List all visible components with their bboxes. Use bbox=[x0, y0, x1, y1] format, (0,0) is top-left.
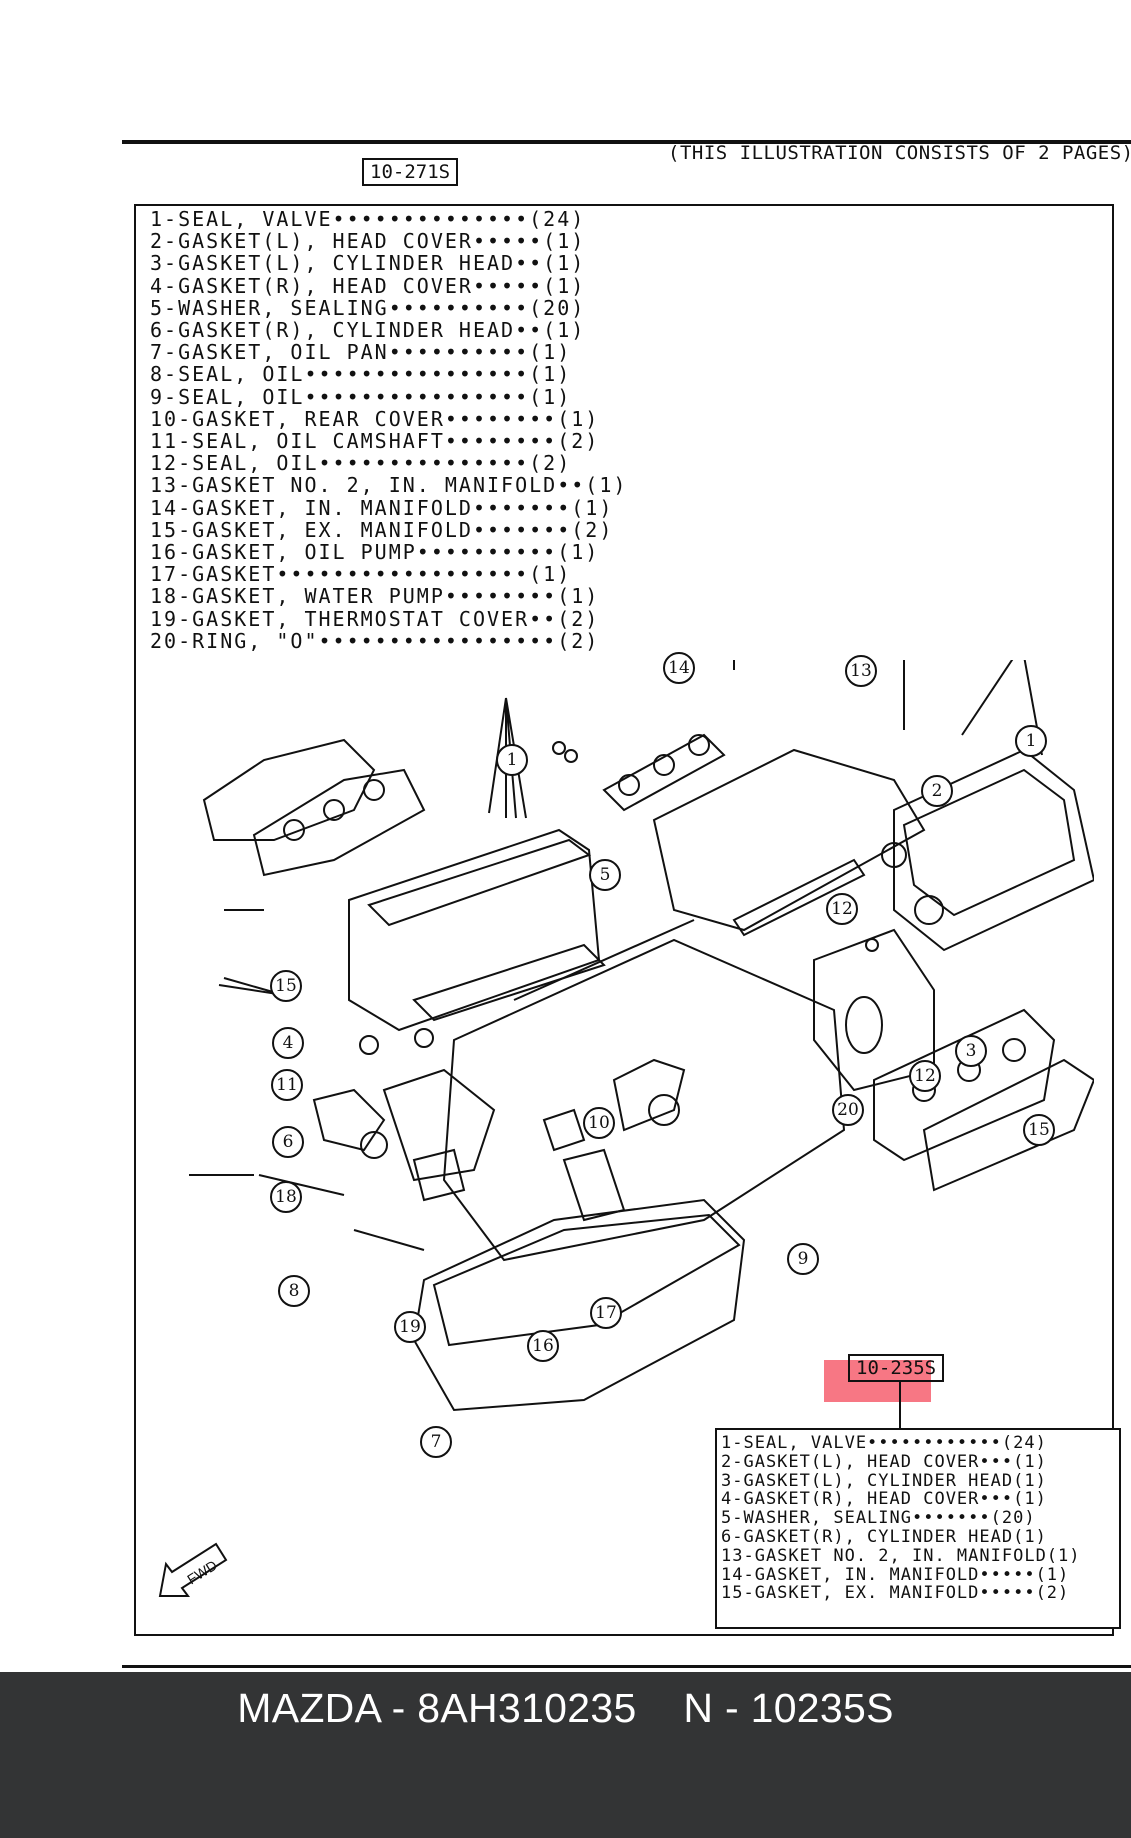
callout-11: 11 bbox=[271, 1069, 303, 1101]
parts-list-sub: 1-SEAL, VALVE••••••••••••(24)2-GASKET(L)… bbox=[721, 1434, 1081, 1603]
parts-list-sub-item: 1-SEAL, VALVE••••••••••••(24) bbox=[721, 1433, 1047, 1453]
callout-1-right: 1 bbox=[1015, 725, 1047, 757]
parts-list-main-item: 19-GASKET, THERMOSTAT COVER••(2) bbox=[150, 606, 600, 631]
parts-list-main-item: 18-GASKET, WATER PUMP••••••••(1) bbox=[150, 584, 600, 609]
water-pump bbox=[312, 1088, 386, 1152]
parts-list-sub-item: 15-GASKET, EX. MANIFOLD•••••(2) bbox=[721, 1583, 1070, 1604]
parts-list-sub-item: 4-GASKET(R), HEAD COVER•••(1) bbox=[721, 1489, 1047, 1510]
sub-kit-leader bbox=[899, 1382, 901, 1428]
callout-20: 20 bbox=[832, 1094, 864, 1126]
kit-code-sub: 10-235S bbox=[848, 1354, 945, 1382]
parts-list-main-item: 12-SEAL, OIL•••••••••••••••(2) bbox=[150, 451, 572, 476]
parts-list-sub-item: 2-GASKET(L), HEAD COVER•••(1) bbox=[721, 1451, 1047, 1472]
cylinder-head-right bbox=[348, 828, 601, 1032]
gasket-no2-in-manifold bbox=[732, 858, 866, 937]
parts-list-main: 1-SEAL, VALVE••••••••••••••(24)2-GASKET(… bbox=[150, 208, 627, 652]
parts-list-sub-item: 5-WASHER, SEALING•••••••(20) bbox=[721, 1508, 1036, 1529]
callout-12-top: 12 bbox=[826, 893, 858, 925]
parts-list-sub-item: 13-GASKET NO. 2, IN. MANIFOLD(1) bbox=[721, 1545, 1081, 1566]
callout-2: 2 bbox=[921, 775, 953, 807]
gasket-rear-cover bbox=[612, 1058, 686, 1132]
parts-list-main-item: 15-GASKET, EX. MANIFOLD•••••••(2) bbox=[150, 517, 614, 542]
parts-list-sub-item: 6-GASKET(R), CYLINDER HEAD(1) bbox=[721, 1526, 1047, 1547]
gasket-ex-manifold-right bbox=[873, 1008, 1056, 1162]
footer-bar: MAZDA - 8AH310235 N - 10235S bbox=[0, 1672, 1131, 1838]
diagram-frame bbox=[134, 204, 1114, 1636]
oil-pump bbox=[382, 1068, 496, 1182]
exhaust-manifold-left bbox=[202, 738, 376, 841]
gasket-cylinder-head-right bbox=[412, 943, 606, 1022]
callout-4: 4 bbox=[272, 1027, 304, 1059]
parts-list-main-item: 8-SEAL, OIL••••••••••••••••(1) bbox=[150, 362, 572, 387]
callout-3: 3 bbox=[955, 1035, 987, 1067]
callout-10: 10 bbox=[583, 1107, 615, 1139]
top-rule bbox=[122, 140, 1131, 144]
bottom-rule bbox=[122, 1665, 1131, 1668]
callout-8: 8 bbox=[278, 1275, 310, 1307]
callout-16: 16 bbox=[527, 1330, 559, 1362]
parts-list-main-item: 5-WASHER, SEALING••••••••••(20) bbox=[150, 295, 586, 320]
gasket-in-manifold bbox=[602, 733, 726, 812]
callout-7: 7 bbox=[420, 1426, 452, 1458]
parts-list-main-item: 13-GASKET NO. 2, IN. MANIFOLD••(1) bbox=[150, 473, 628, 498]
fwd-arrow-icon: FWD bbox=[158, 1542, 228, 1597]
gasket-17 bbox=[542, 1108, 586, 1152]
thermostat-cover bbox=[412, 1148, 466, 1202]
callout-5: 5 bbox=[589, 859, 621, 891]
callout-9: 9 bbox=[787, 1243, 819, 1275]
parts-list-main-item: 17-GASKET••••••••••••••••••(1) bbox=[150, 562, 572, 587]
intake-manifold bbox=[652, 748, 926, 932]
parts-list-main-item: 7-GASKET, OIL PAN••••••••••(1) bbox=[150, 340, 572, 365]
callout-18: 18 bbox=[270, 1181, 302, 1213]
callout-6: 6 bbox=[272, 1126, 304, 1158]
parts-list-main-item: 11-SEAL, OIL CAMSHAFT••••••••(2) bbox=[150, 429, 600, 454]
parts-list-main-item: 2-GASKET(L), HEAD COVER•••••(1) bbox=[150, 229, 586, 254]
callout-15-left: 15 bbox=[270, 970, 302, 1002]
gasket-head-cover-left bbox=[902, 768, 1076, 917]
parts-list-main-item: 10-GASKET, REAR COVER••••••••(1) bbox=[150, 406, 600, 431]
parts-list-main-item: 16-GASKET, OIL PUMP••••••••••(1) bbox=[150, 540, 600, 565]
parts-list-main-item: 4-GASKET(R), HEAD COVER•••••(1) bbox=[150, 273, 586, 298]
illustration-note: (THIS ILLUSTRATION CONSISTS OF 2 PAGES) bbox=[668, 142, 1131, 164]
parts-list-main-item: 1-SEAL, VALVE••••••••••••••(24) bbox=[150, 207, 586, 231]
engine-block bbox=[442, 938, 846, 1262]
callout-14: 14 bbox=[663, 652, 695, 684]
gasket-head-cover-right bbox=[367, 838, 592, 927]
parts-list-sub-item: 14-GASKET, IN. MANIFOLD•••••(1) bbox=[721, 1564, 1070, 1585]
parts-list-main-item: 20-RING, "O"•••••••••••••••••(2) bbox=[150, 628, 600, 653]
callout-12-bottom: 12 bbox=[909, 1060, 941, 1092]
oil-pan bbox=[412, 1198, 746, 1412]
callout-17: 17 bbox=[590, 1297, 622, 1329]
callout-19: 19 bbox=[394, 1311, 426, 1343]
callout-1-left: 1 bbox=[496, 744, 528, 776]
gasket-oil-pan bbox=[432, 1213, 741, 1347]
exhaust-manifold-right bbox=[922, 1058, 1094, 1192]
callout-13: 13 bbox=[845, 655, 877, 687]
parts-list-main-item: 3-GASKET(L), CYLINDER HEAD••(1) bbox=[150, 251, 586, 276]
oil-filter-housing bbox=[562, 1148, 626, 1222]
parts-list-main-item: 9-SEAL, OIL••••••••••••••••(1) bbox=[150, 384, 572, 409]
parts-list-main-item: 6-GASKET(R), CYLINDER HEAD••(1) bbox=[150, 318, 586, 343]
parts-list-main-item: 14-GASKET, IN. MANIFOLD•••••••(1) bbox=[150, 495, 614, 520]
footer-part-numbers: MAZDA - 8AH310235 N - 10235S bbox=[237, 1685, 894, 1731]
parts-list-sub-box: 1-SEAL, VALVE••••••••••••(24)2-GASKET(L)… bbox=[715, 1428, 1121, 1629]
gasket-ex-manifold-left bbox=[252, 768, 426, 877]
parts-list-sub-item: 3-GASKET(L), CYLINDER HEAD(1) bbox=[721, 1470, 1047, 1491]
engine-gasket-exploded-diagram bbox=[189, 660, 1094, 1412]
kit-code-main: 10-271S bbox=[362, 158, 459, 186]
callout-15-right: 15 bbox=[1023, 1114, 1055, 1146]
